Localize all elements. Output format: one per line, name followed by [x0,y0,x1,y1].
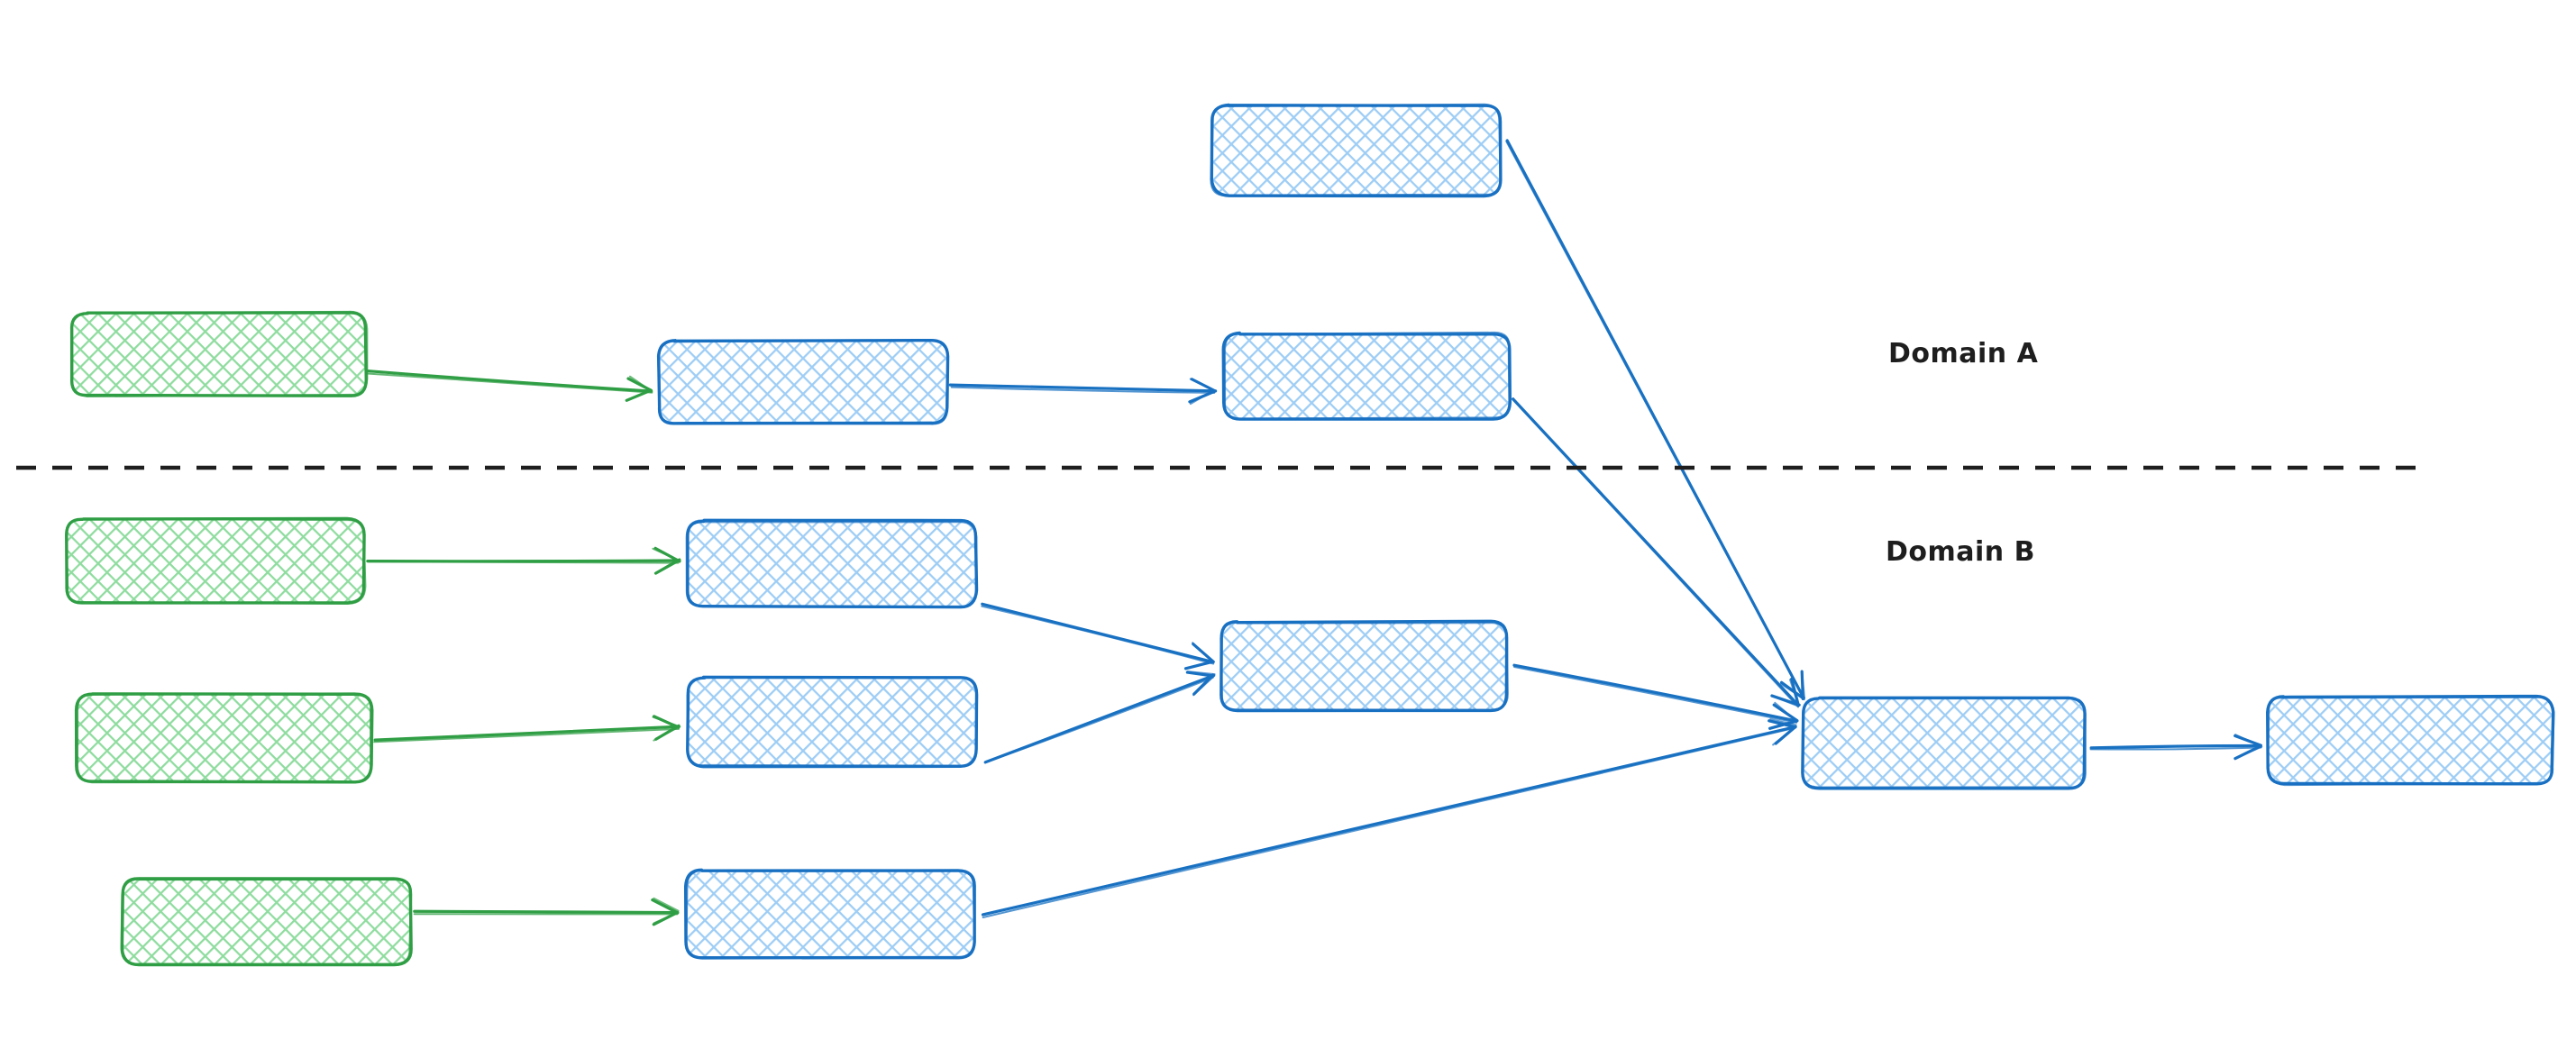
edge-arrow [981,717,1797,918]
edge-arrow [2089,734,2263,761]
edge-arrow [1505,139,1805,701]
edge-arrow [981,602,1215,670]
source-node[interactable] [74,692,374,784]
source-node[interactable] [120,876,413,967]
edges-layer [363,139,2263,926]
domain-b-label: Domain B [1886,536,2035,568]
process-node[interactable] [683,868,976,960]
process-node[interactable] [685,518,979,609]
source-node[interactable] [65,516,367,606]
process-node[interactable] [686,675,979,769]
edge-arrow [948,378,1218,406]
edge-arrow [363,369,653,402]
edge-arrow [983,670,1216,764]
process-node[interactable] [1210,103,1503,198]
source-node[interactable] [69,310,369,398]
process-node[interactable] [1221,331,1512,421]
edge-arrow [413,897,680,926]
edge-arrow [366,546,681,575]
process-node[interactable] [1801,696,2087,790]
edge-arrow [1512,663,1799,730]
edge-arrow [1512,397,1801,708]
edge-arrow [373,715,681,743]
domain-a-label: Domain A [1888,338,2039,369]
process-node[interactable] [2266,694,2555,787]
process-node[interactable] [656,338,950,425]
process-node[interactable] [1219,619,1509,713]
nodes-layer [65,103,2555,967]
